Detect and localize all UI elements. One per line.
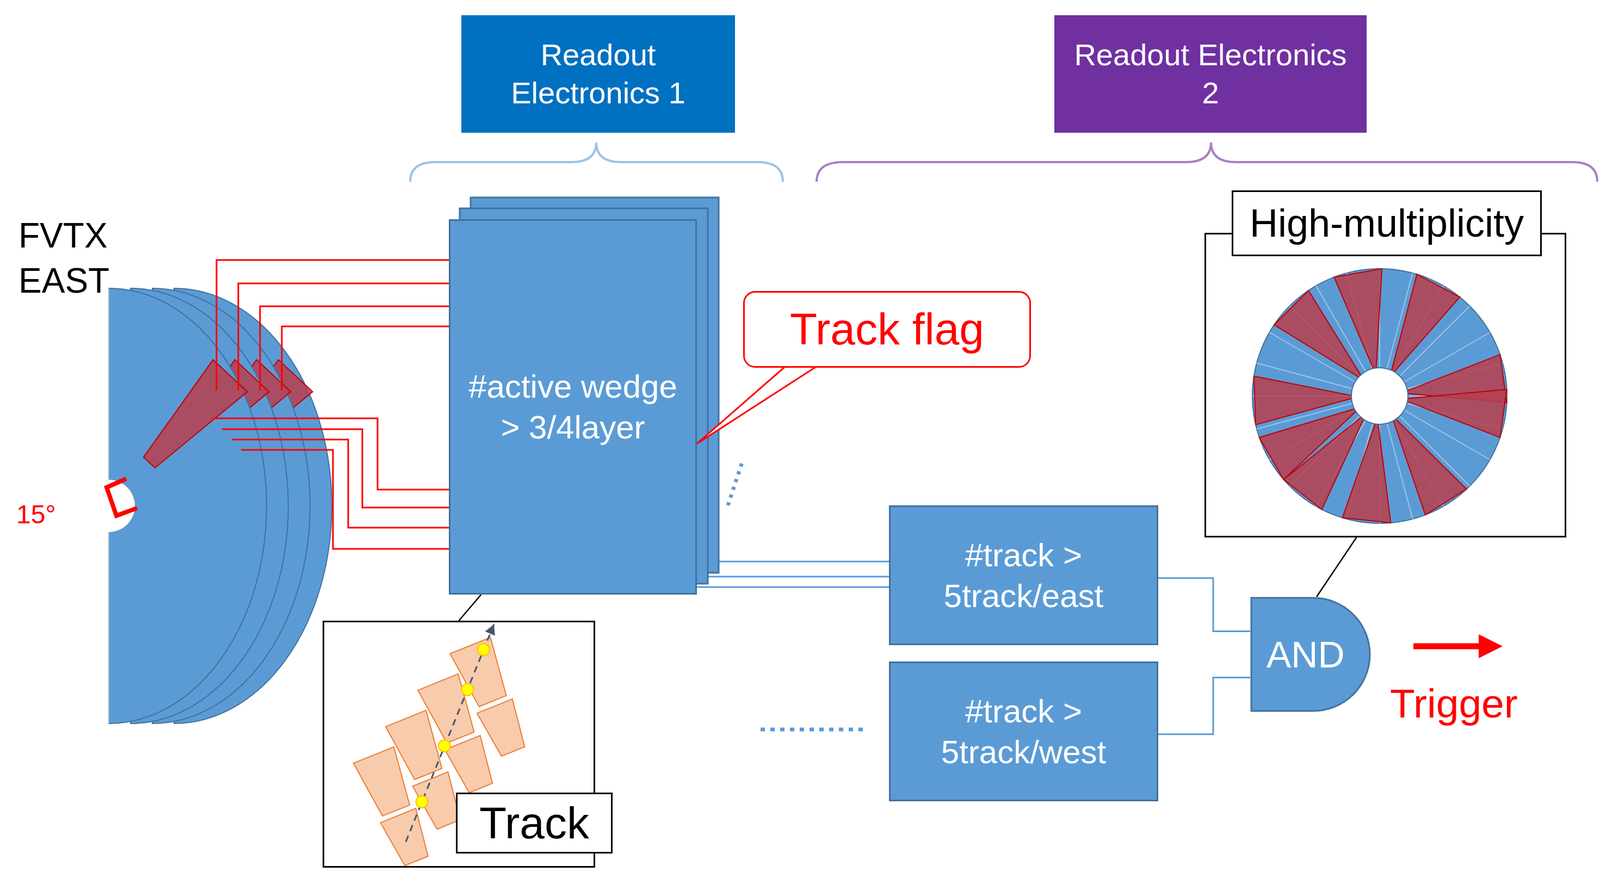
box-text: Track flag bbox=[789, 301, 985, 358]
logic-board: #active wedge > 3/4layer bbox=[448, 219, 697, 595]
box-text: Readout Electronics 2 bbox=[1065, 35, 1356, 113]
output-label: Trigger bbox=[1390, 677, 1518, 731]
detector-name: FVTX EAST bbox=[18, 213, 114, 304]
continuation-dots bbox=[760, 727, 866, 732]
inset-frame: Track bbox=[322, 620, 596, 868]
beam-hole bbox=[1351, 367, 1408, 425]
wedge bbox=[1333, 268, 1382, 369]
angle-bracket bbox=[106, 478, 138, 516]
wedge bbox=[1391, 274, 1460, 372]
bus-line bbox=[696, 575, 889, 578]
signal-line bbox=[1158, 578, 1251, 632]
bus-line bbox=[696, 560, 889, 563]
disk bbox=[1252, 268, 1507, 524]
leader-line bbox=[1316, 537, 1357, 597]
wedge bbox=[1407, 389, 1507, 438]
counter-box: #track > 5track/west bbox=[888, 661, 1159, 802]
angle-label: 15° bbox=[16, 497, 57, 532]
bracket bbox=[410, 142, 783, 182]
disk-edge bbox=[108, 288, 110, 724]
and-gate: AND bbox=[1250, 596, 1371, 713]
multiplicity-disk bbox=[1252, 268, 1507, 524]
wedge bbox=[1393, 419, 1467, 516]
callout-pointer bbox=[696, 365, 819, 444]
inset-title: Track bbox=[455, 792, 613, 854]
box-text: #track > 5track/east bbox=[901, 534, 1146, 617]
box-text: #track > 5track/west bbox=[901, 690, 1146, 773]
inset-frame: High-multiplicity bbox=[1204, 232, 1567, 538]
detector-disks bbox=[82, 288, 332, 724]
callout-box: Track flag bbox=[743, 291, 1031, 368]
wedge bbox=[1253, 375, 1352, 425]
box-text: #active wedge > 3/4layer bbox=[461, 366, 685, 448]
electronics-box: Readout Electronics 1 bbox=[461, 15, 735, 133]
electronics-box: Readout Electronics 2 bbox=[1054, 15, 1367, 133]
box-text: Readout Electronics 1 bbox=[472, 35, 725, 113]
bus-line bbox=[696, 586, 889, 589]
wedge bbox=[143, 359, 248, 468]
signal-line bbox=[1158, 677, 1251, 734]
continuation-dots bbox=[727, 459, 744, 506]
wires bbox=[212, 260, 449, 549]
bracket bbox=[816, 142, 1598, 182]
box-text: AND bbox=[1266, 631, 1345, 678]
counter-box: #track > 5track/east bbox=[888, 505, 1159, 646]
gate-outline bbox=[1251, 597, 1370, 712]
trigger-arrow bbox=[1413, 634, 1503, 659]
leader-line bbox=[459, 594, 482, 621]
bus-lines bbox=[696, 561, 889, 588]
inset-title: High-multiplicity bbox=[1231, 190, 1542, 257]
